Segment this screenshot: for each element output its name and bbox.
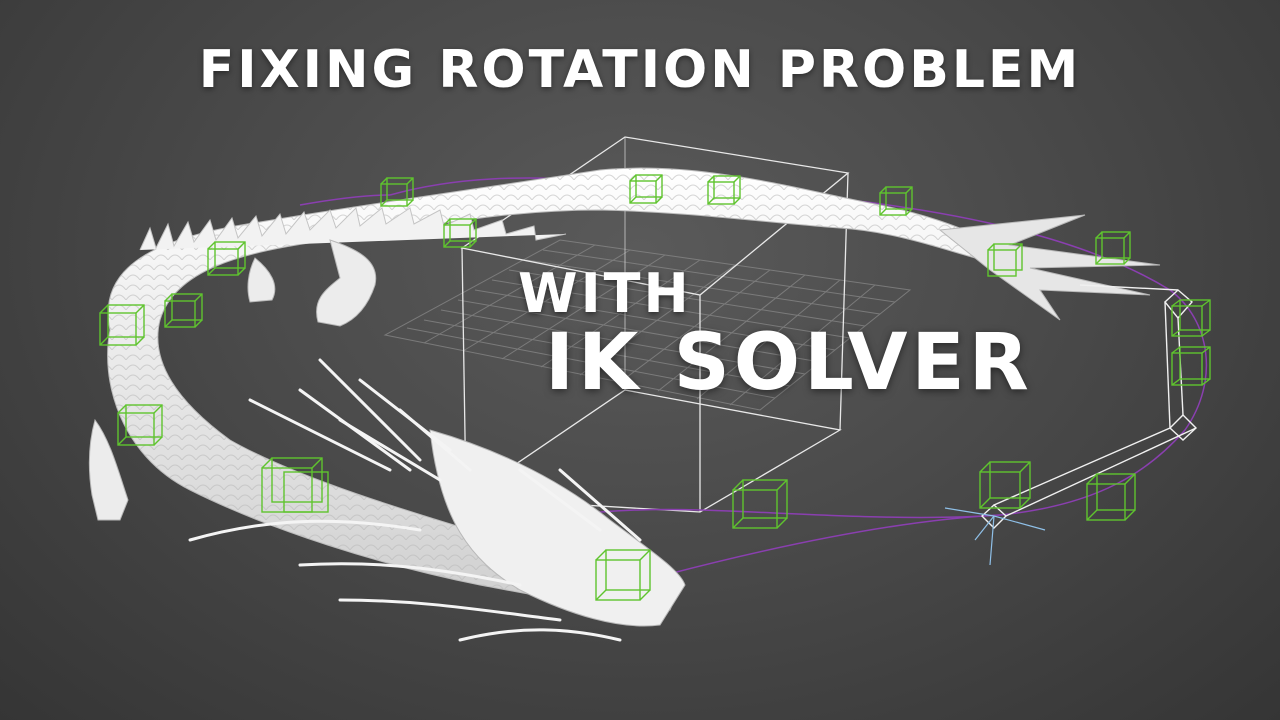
ground-grid — [383, 239, 912, 411]
control-box — [261, 457, 329, 513]
control-box — [629, 174, 663, 204]
control-box — [595, 549, 651, 601]
control-box — [707, 175, 741, 205]
subtitle-with: WITH — [518, 262, 692, 325]
control-box — [117, 404, 163, 446]
control-box — [1086, 473, 1136, 521]
ik-goal-gizmo — [944, 507, 1046, 566]
control-box — [979, 461, 1031, 509]
control-box — [1095, 231, 1131, 265]
control-box — [164, 293, 203, 328]
control-box — [879, 186, 913, 216]
control-box — [987, 243, 1023, 277]
control-box — [99, 304, 145, 346]
control-box — [1171, 346, 1211, 386]
control-box — [1171, 299, 1211, 337]
subtitle-ik-solver: IK SOLVER — [545, 318, 1033, 408]
control-box — [207, 241, 246, 276]
control-box — [380, 177, 414, 207]
control-boxes — [99, 174, 1211, 601]
thumbnail-title: FIXING ROTATION PROBLEM — [198, 40, 1082, 100]
control-box — [732, 479, 788, 529]
control-box — [443, 218, 477, 248]
